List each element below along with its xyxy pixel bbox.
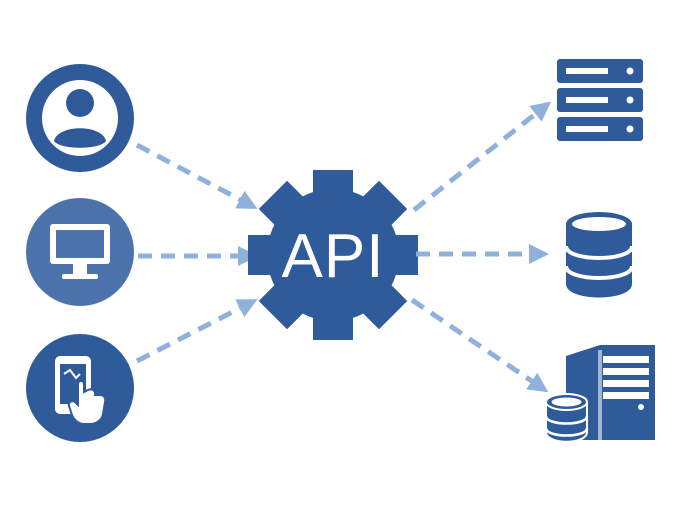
touch-phone-icon [55,356,107,425]
outgoing-arrows [410,101,552,393]
gear-icon [248,170,418,340]
api-gear: API [248,170,418,340]
arrow-mobile-to-api [135,298,258,364]
client-mobile [26,334,134,442]
user-icon [42,80,118,156]
monitor-icon [50,224,110,279]
client-desktop [26,198,134,306]
small-database-icon [544,393,589,443]
api-label: API [282,222,385,291]
server-rack-icon [557,59,643,141]
incoming-arrows [135,142,258,364]
server-tower-icon [566,345,655,440]
arrow-user-to-api [135,142,258,210]
arrow-api-to-server-tower [410,297,549,393]
database-icon [564,212,634,298]
client-user [26,64,134,172]
arrow-api-to-server-rack [412,101,552,212]
